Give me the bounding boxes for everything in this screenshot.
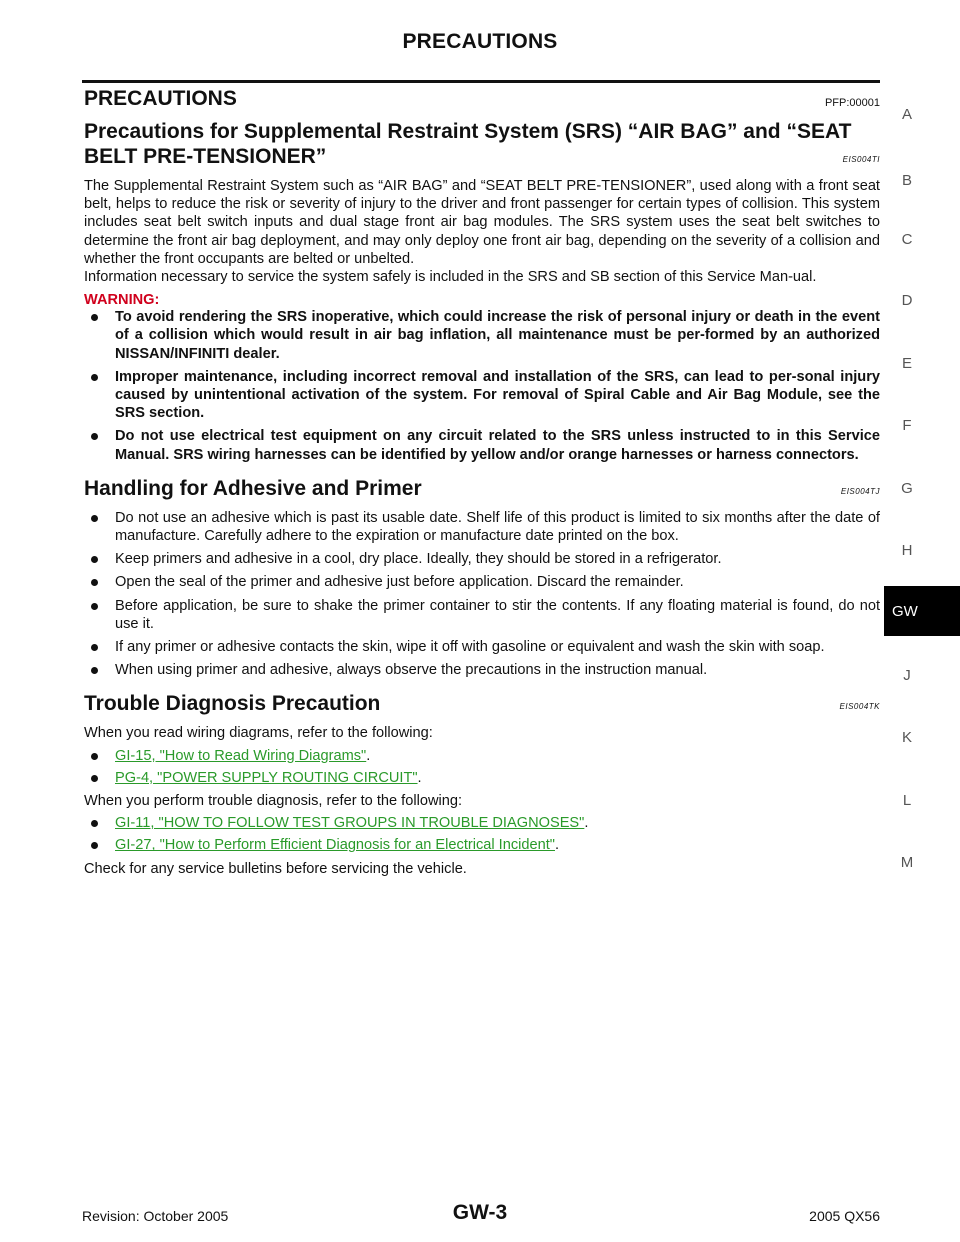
- list-item: Keep primers and adhesive in a cool, dry…: [84, 550, 880, 568]
- trouble-heading: Trouble Diagnosis Precaution EIS004TK: [84, 691, 880, 716]
- trouble-intro-1: When you read wiring diagrams, refer to …: [84, 725, 433, 742]
- section-code: PFP:00001: [824, 97, 880, 109]
- index-letter-c[interactable]: C: [901, 231, 913, 248]
- list-item: Do not use electrical test equipment on …: [84, 427, 880, 463]
- index-letter-a[interactable]: A: [901, 106, 912, 123]
- srs-title-line1: Precautions for Supplemental Restraint S…: [84, 120, 852, 143]
- bullet-icon: [91, 556, 98, 564]
- diagnosis-link-list: GI-11, "HOW TO FOLLOW TEST GROUPS IN TRO…: [84, 814, 880, 854]
- header-rule: [82, 80, 880, 83]
- bullet-icon: [91, 667, 98, 675]
- footer-revision: Revision: October 2005: [82, 1208, 229, 1224]
- index-letter-d[interactable]: D: [901, 292, 913, 309]
- link-gi-27[interactable]: GI-27, "How to Perform Efficient Diagnos…: [115, 837, 555, 854]
- bullet-icon: [91, 373, 98, 381]
- index-letter-k[interactable]: K: [901, 729, 912, 746]
- page-content: PRECAUTIONS PFP:00001 Precautions for Su…: [84, 84, 880, 878]
- adhesive-code: EIS004TJ: [840, 486, 880, 496]
- active-section-tab-gw[interactable]: GW: [884, 586, 960, 636]
- page-header-title: PRECAUTIONS: [402, 30, 558, 53]
- list-item: Open the seal of the primer and adhesive…: [84, 573, 880, 591]
- index-letter-h[interactable]: H: [901, 542, 913, 559]
- section-title: PRECAUTIONS: [84, 87, 237, 110]
- adhesive-heading: Handling for Adhesive and Primer EIS004T…: [84, 476, 880, 501]
- bullet-icon: [91, 514, 98, 522]
- index-letter-j[interactable]: J: [903, 667, 911, 684]
- srs-title-line2: BELT PRE-TENSIONER”: [84, 145, 327, 168]
- index-letter-f[interactable]: F: [902, 417, 912, 434]
- trouble-intro-2: When you perform trouble diagnosis, refe…: [84, 793, 463, 810]
- adhesive-title: Handling for Adhesive and Primer: [84, 476, 422, 500]
- bullet-icon: [91, 752, 98, 760]
- bullet-icon: [91, 433, 98, 441]
- footer-page-number: GW-3: [452, 1201, 508, 1224]
- list-item: To avoid rendering the SRS inoperative, …: [84, 308, 880, 363]
- link-gi-11[interactable]: GI-11, "HOW TO FOLLOW TEST GROUPS IN TRO…: [115, 815, 585, 832]
- list-item: GI-11, "HOW TO FOLLOW TEST GROUPS IN TRO…: [84, 814, 880, 832]
- trouble-code: EIS004TK: [839, 702, 880, 712]
- list-item: Do not use an adhesive which is past its…: [84, 509, 880, 545]
- index-letter-l[interactable]: L: [902, 792, 912, 809]
- footer-model: 2005 QX56: [809, 1208, 880, 1224]
- list-item: If any primer or adhesive contacts the s…: [84, 638, 880, 656]
- list-item: GI-27, "How to Perform Efficient Diagnos…: [84, 836, 880, 854]
- warning-label: WARNING:: [84, 292, 160, 309]
- list-item: Before application, be sure to shake the…: [84, 597, 880, 633]
- srs-paragraph-2: Information necessary to service the sys…: [84, 269, 817, 286]
- bullet-icon: [91, 314, 98, 322]
- bullet-icon: [91, 602, 98, 610]
- bullet-icon: [91, 579, 98, 587]
- srs-heading: Precautions for Supplemental Restraint S…: [84, 119, 880, 169]
- wiring-link-list: GI-15, "How to Read Wiring Diagrams". PG…: [84, 747, 880, 787]
- bullet-icon: [91, 820, 98, 828]
- link-pg-4[interactable]: PG-4, "POWER SUPPLY ROUTING CIRCUIT": [115, 769, 418, 786]
- link-gi-15[interactable]: GI-15, "How to Read Wiring Diagrams": [115, 747, 367, 764]
- bullet-icon: [91, 774, 98, 782]
- list-item: When using primer and adhesive, always o…: [84, 661, 880, 679]
- adhesive-list: Do not use an adhesive which is past its…: [84, 509, 880, 680]
- list-item: GI-15, "How to Read Wiring Diagrams".: [84, 747, 880, 765]
- index-letter-e[interactable]: E: [901, 355, 912, 372]
- index-letter-g[interactable]: G: [901, 480, 913, 497]
- index-letter-b[interactable]: B: [901, 172, 912, 189]
- index-letter-m[interactable]: M: [900, 854, 914, 871]
- warning-list: To avoid rendering the SRS inoperative, …: [84, 308, 880, 464]
- section-precautions-heading: PRECAUTIONS PFP:00001: [84, 86, 880, 111]
- section-index: A B C D E F G H J K L M: [884, 0, 960, 1242]
- srs-code: EIS004TI: [842, 155, 880, 164]
- list-item: PG-4, "POWER SUPPLY ROUTING CIRCUIT".: [84, 769, 880, 787]
- bullet-icon: [91, 644, 98, 652]
- srs-paragraph: The Supplemental Restraint System such a…: [84, 178, 880, 267]
- trouble-title: Trouble Diagnosis Precaution: [84, 692, 381, 716]
- list-item: Improper maintenance, including incorrec…: [84, 368, 880, 423]
- trouble-closing: Check for any service bulletins before s…: [84, 860, 467, 877]
- bullet-icon: [91, 842, 98, 850]
